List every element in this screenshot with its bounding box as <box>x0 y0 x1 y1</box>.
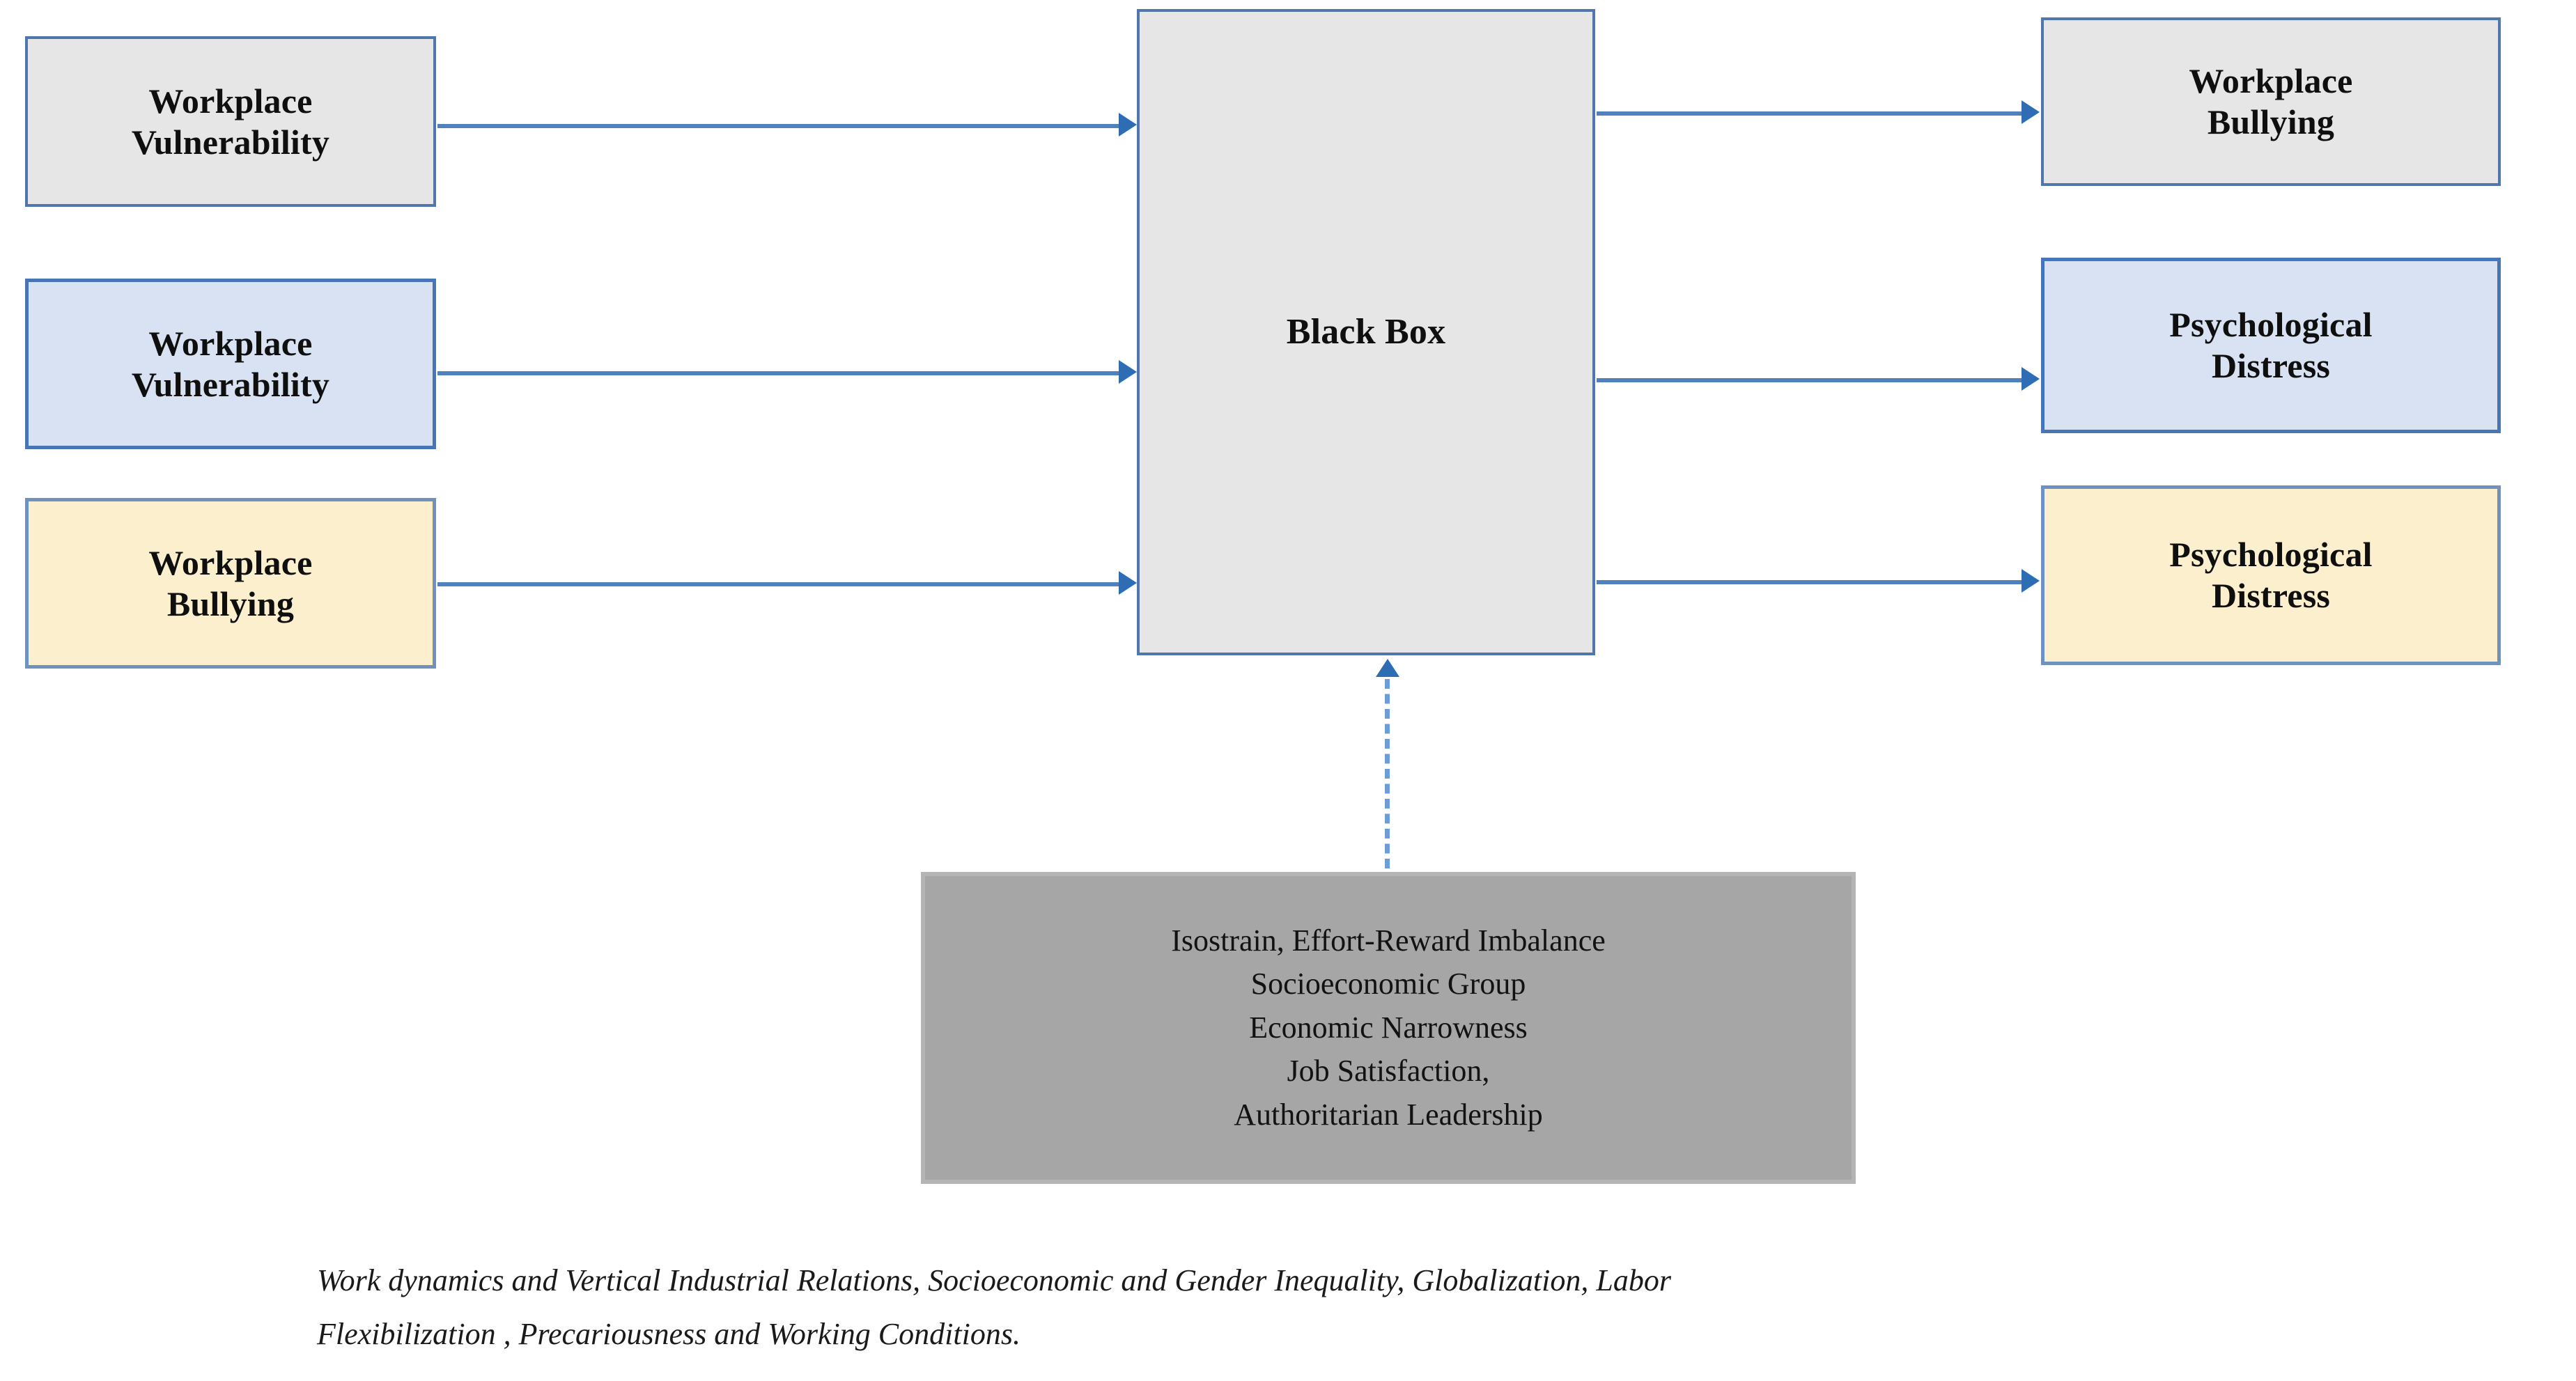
connector-blackbox-to-output1-arrowhead <box>2022 100 2040 124</box>
node-workplace-vulnerability-blue[interactable]: Workplace Vulnerability <box>25 279 436 449</box>
node-psychological-distress-blue[interactable]: Psychological Distress <box>2041 258 2501 433</box>
connector-input3-to-blackbox-arrowhead <box>1119 571 1137 595</box>
connector-blackbox-to-output2-line <box>1597 378 2023 382</box>
moderators-label: Isostrain, Effort-Reward Imbalance Socio… <box>1171 923 1606 1132</box>
connector-moderators-to-blackbox-line <box>1385 679 1390 868</box>
node-label: Workplace Bullying <box>148 543 313 623</box>
connector-input1-to-blackbox-line <box>437 124 1120 128</box>
diagram-caption: Work dynamics and Vertical Industrial Re… <box>317 1263 1671 1351</box>
node-label: Workplace Vulnerability <box>131 323 330 404</box>
node-workplace-vulnerability-gray[interactable]: Workplace Vulnerability <box>25 36 436 207</box>
connector-blackbox-to-output3-arrowhead <box>2022 569 2040 593</box>
node-label: Black Box <box>1286 312 1446 352</box>
node-moderators[interactable]: Isostrain, Effort-Reward Imbalance Socio… <box>921 872 1856 1184</box>
node-black-box[interactable]: Black Box <box>1137 9 1595 655</box>
connector-blackbox-to-output1-line <box>1597 111 2023 116</box>
connector-blackbox-to-output3-line <box>1597 580 2023 584</box>
connector-input3-to-blackbox-line <box>437 582 1120 586</box>
node-label: Psychological Distress <box>2169 305 2373 385</box>
node-workplace-bullying-cream[interactable]: Workplace Bullying <box>25 498 436 669</box>
connector-input2-to-blackbox-line <box>437 371 1120 375</box>
node-label: Workplace Vulnerability <box>131 81 330 162</box>
connector-moderators-to-blackbox-arrowhead <box>1376 659 1399 677</box>
node-psychological-distress-cream[interactable]: Psychological Distress <box>2041 485 2501 665</box>
connector-input1-to-blackbox-arrowhead <box>1119 113 1137 136</box>
node-label: Psychological Distress <box>2169 535 2373 615</box>
node-workplace-bullying-gray[interactable]: Workplace Bullying <box>2041 17 2501 186</box>
connector-blackbox-to-output2-arrowhead <box>2022 367 2040 391</box>
node-label: Workplace Bullying <box>2189 61 2353 141</box>
connector-input2-to-blackbox-arrowhead <box>1119 360 1137 384</box>
